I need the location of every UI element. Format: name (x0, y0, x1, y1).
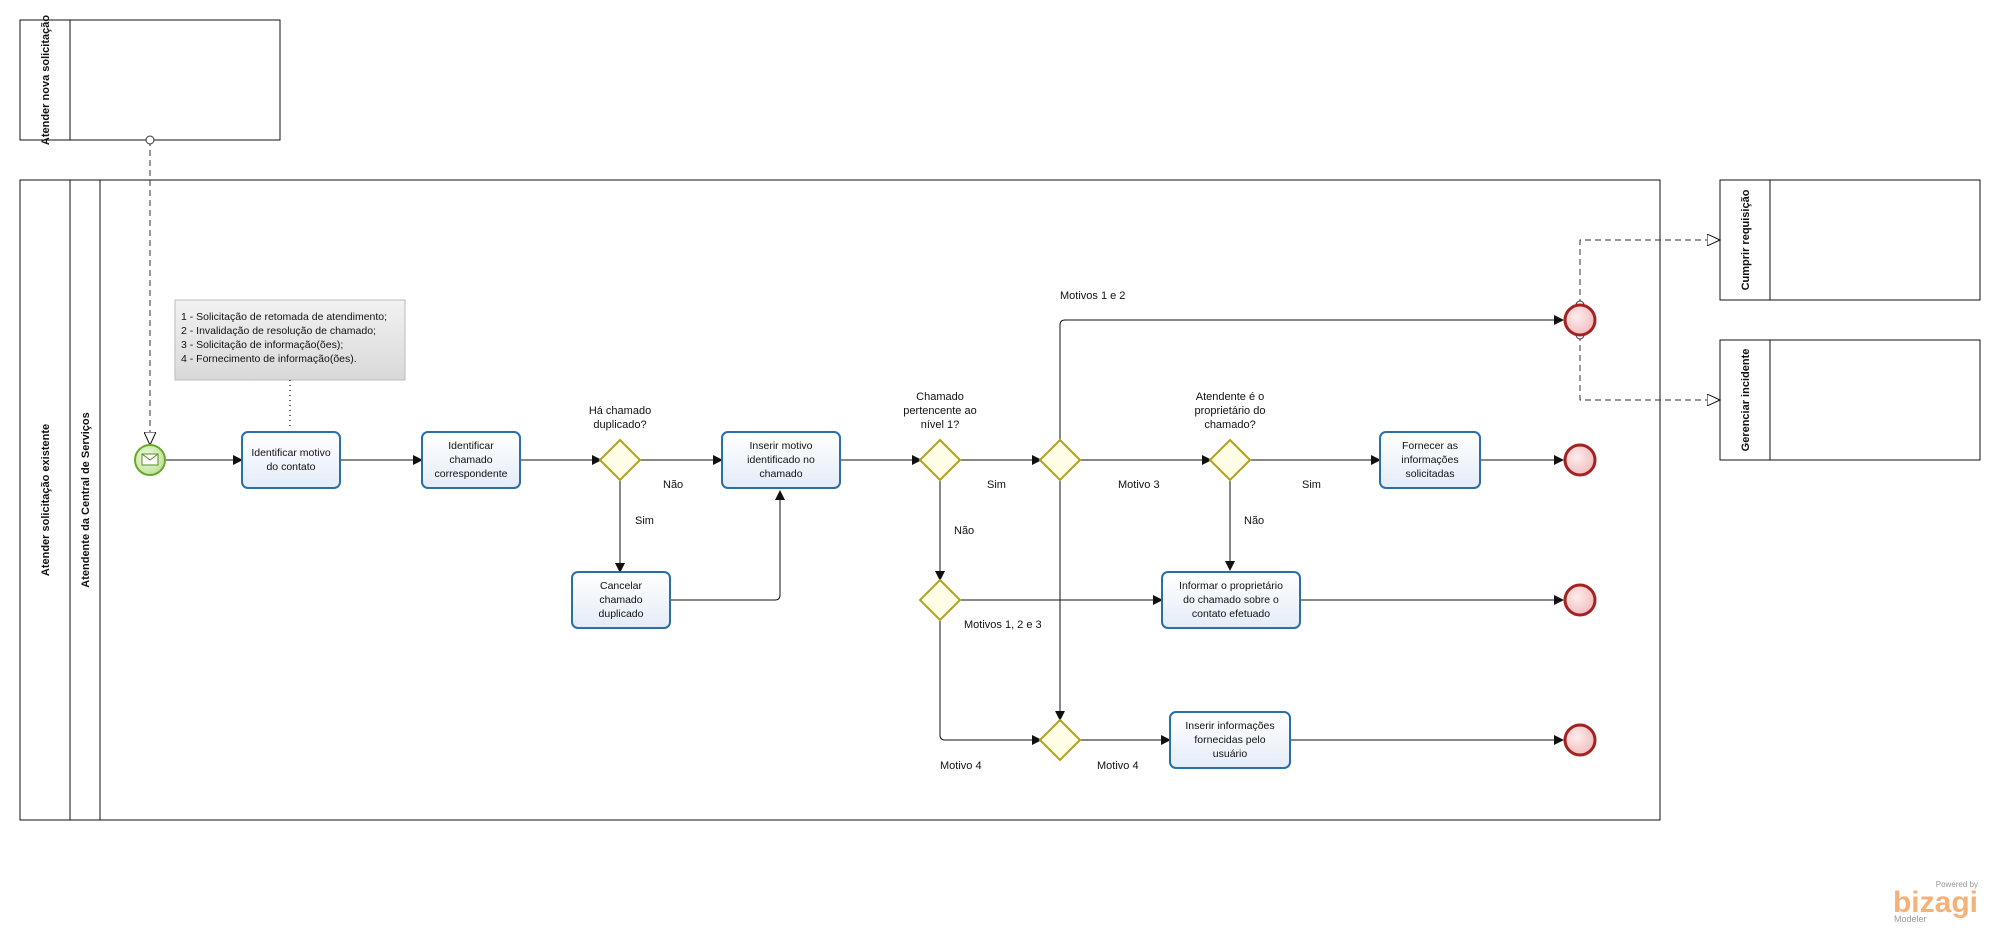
gateway-label-line: Há chamado (589, 405, 651, 417)
annotation-line-4: 4 - Fornecimento de informação(ões). (181, 353, 357, 365)
task-fornecer-informacoes[interactable]: Fornecer as informações solicitadas (1379, 431, 1481, 489)
brand-product: Modeler (1894, 914, 1927, 924)
task-label-line: informações (1401, 454, 1458, 466)
flow-label-motivo-3: Motivo 3 (1118, 479, 1160, 491)
flow-label-sim: Sim (1302, 479, 1321, 491)
pool-cumprir-requisicao[interactable]: Cumprir requisição (1719, 179, 1981, 301)
end-event-3[interactable] (1563, 583, 1597, 617)
gateway-label-line: Atendente é o (1196, 391, 1265, 403)
flow-label-motivo-4: Motivo 4 (1097, 760, 1139, 772)
start-event-message[interactable] (134, 444, 166, 476)
task-inserir-motivo[interactable]: Inserir motivo identificado no chamado (721, 431, 841, 489)
brand-powered: Powered by (1936, 880, 1978, 889)
pool-right1-label: Cumprir requisição (1740, 189, 1752, 290)
gateway-label-line: proprietário do (1195, 405, 1266, 417)
pool-right2-label: Gerenciar incidente (1740, 349, 1752, 452)
task-label-line: Informar o proprietário (1179, 580, 1283, 592)
brand-name: bizagi (1893, 886, 1978, 919)
task-label-line: Inserir informações (1185, 720, 1274, 732)
gateway-nao-nivel-1[interactable] (918, 578, 962, 622)
annotation-line-1: 1 - Solicitação de retomada de atendimen… (181, 311, 387, 323)
flow-gw3-to-end1 (1059, 315, 1564, 440)
annotation-line-2: 2 - Invalidação de resolução de chamado; (181, 325, 376, 337)
flow-cancelar-to-inserir (670, 490, 785, 601)
envelope-flap (141, 453, 159, 461)
end-event-2[interactable] (1563, 443, 1597, 477)
task-label-line: Fornecer as (1402, 440, 1458, 452)
task-label-line: Cancelar (600, 580, 643, 592)
task-informar-proprietario[interactable]: Informar o proprietário do chamado sobre… (1161, 571, 1301, 629)
gateway-label-line: duplicado? (593, 419, 646, 431)
gateway-label-line: Chamado (916, 391, 964, 403)
task-cancelar-chamado[interactable]: Cancelar chamado duplicado (571, 571, 671, 629)
flow-label-sim: Sim (987, 479, 1006, 491)
flow-label-motivos-1-2: Motivos 1 e 2 (1060, 290, 1125, 302)
gateway-label-line: nível 1? (921, 419, 960, 431)
pool-top-label: Atender nova solicitação (40, 15, 52, 145)
task-label-line: identificado no (747, 454, 815, 466)
flow-label-nao: Não (663, 479, 683, 491)
bizagi-logo: Powered by bizagi Modeler (1893, 880, 1978, 924)
pool-atender-nova-solicitacao[interactable]: Atender nova solicitação (19, 15, 281, 145)
gateway-motivo[interactable] (1038, 438, 1082, 482)
task-identificar-chamado[interactable]: Identificar chamado correspondente (421, 431, 521, 489)
flow-label-motivos-1-2-3: Motivos 1, 2 e 3 (964, 619, 1042, 631)
task-label-line: correspondente (435, 468, 508, 480)
task-label-line: chamado (599, 594, 642, 606)
pool-gerenciar-incidente[interactable]: Gerenciar incidente (1719, 339, 1981, 461)
end-event-4[interactable] (1563, 723, 1597, 757)
task-label-line: Inserir motivo (749, 440, 812, 452)
gateway-chamado-nivel-1[interactable] (918, 438, 962, 482)
flow-label-motivo-4: Motivo 4 (940, 760, 982, 772)
task-label-line: chamado (759, 468, 802, 480)
task-label-line: solicitadas (1405, 468, 1454, 480)
lane-label: Atendente da Central de Serviços (80, 412, 92, 587)
sequence-flows (165, 315, 1564, 745)
text-annotation[interactable]: 1 - Solicitação de retomada de atendimen… (174, 299, 406, 381)
flow-label-sim: Sim (635, 515, 654, 527)
message-flows (150, 140, 1720, 445)
gateway-label-line: chamado? (1204, 419, 1255, 431)
gateway-label-line: pertencente ao (903, 405, 976, 417)
end-event-1[interactable] (1563, 303, 1597, 337)
flow-label-nao: Não (1244, 515, 1264, 527)
task-label-line: duplicado (599, 608, 644, 620)
flow-gw4-to-gw6 (939, 620, 1042, 745)
gateway-ha-chamado-duplicado[interactable] (598, 438, 642, 482)
task-label-line: Identificar motivo (251, 447, 331, 459)
task-label-line: chamado (449, 454, 492, 466)
task-label-line: usuário (1213, 748, 1248, 760)
task-inserir-informacoes[interactable]: Inserir informações fornecidas pelo usuá… (1169, 711, 1291, 769)
task-identificar-motivo[interactable]: Identificar motivo do contato (241, 431, 341, 489)
gateway-motivo-4[interactable] (1038, 718, 1082, 762)
task-label-line: do contato (266, 461, 315, 473)
pool-atender-solicitacao-existente[interactable]: Atender solicitação existente Atendente … (19, 179, 1661, 821)
task-label-line: do chamado sobre o (1183, 594, 1279, 606)
message-flow-origin (145, 135, 155, 145)
task-label-line: Identificar (448, 440, 494, 452)
gateway-atendente-proprietario[interactable] (1208, 438, 1252, 482)
flow-label-nao: Não (954, 525, 974, 537)
pool-main-label: Atender solicitação existente (40, 424, 52, 576)
task-label-line: contato efetuado (1192, 608, 1270, 620)
annotation-line-3: 3 - Solicitação de informação(ões); (181, 339, 343, 351)
task-label-line: fornecidas pelo (1194, 734, 1265, 746)
message-flow-to-gerenciar (1579, 335, 1720, 400)
message-flow-to-cumprir (1579, 240, 1720, 305)
